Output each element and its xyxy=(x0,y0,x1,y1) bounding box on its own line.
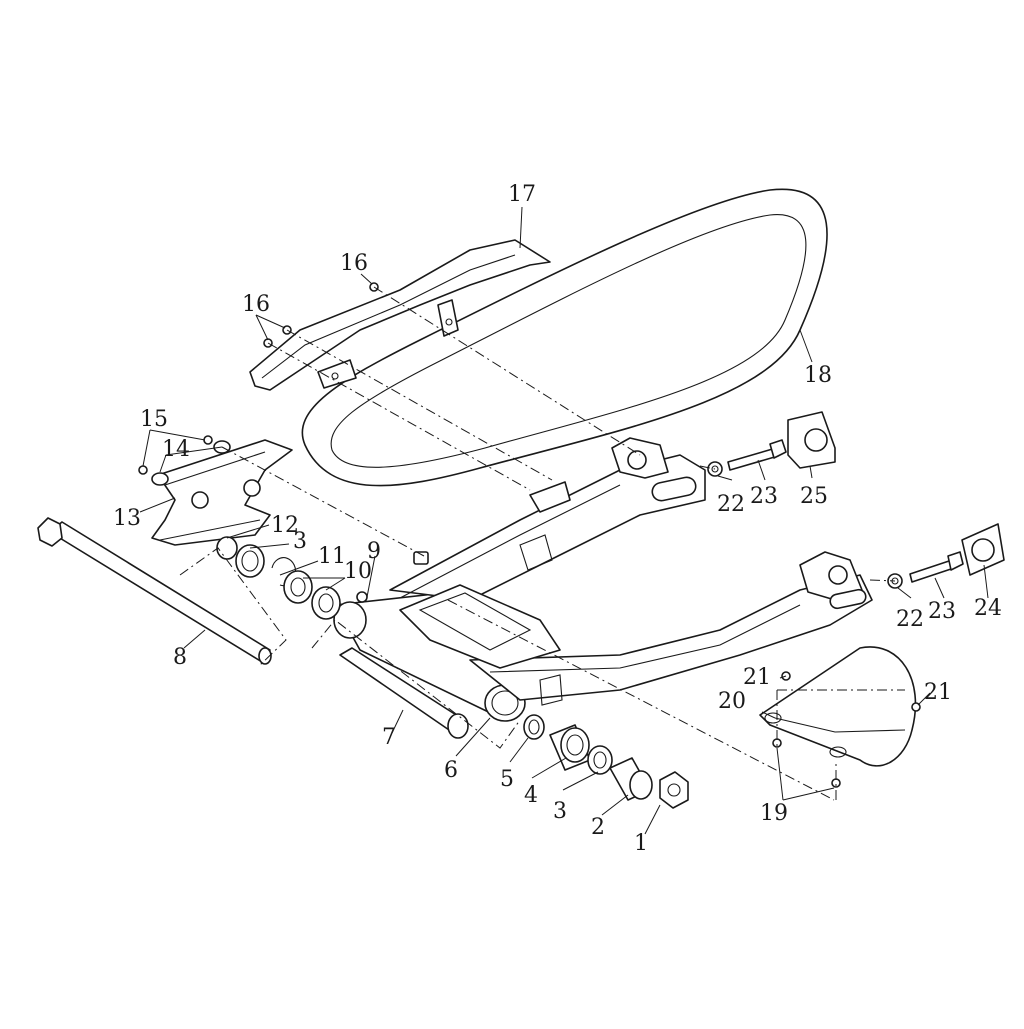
adjuster-bolt-upper xyxy=(727,439,787,471)
callout-24: 24 xyxy=(974,596,1002,621)
callout-19: 19 xyxy=(760,801,788,826)
callout-15: 15 xyxy=(140,407,168,432)
callout-18: 18 xyxy=(804,363,832,388)
callout-9: 9 xyxy=(367,539,381,564)
callout-3: 3 xyxy=(293,529,307,554)
pivot-shaft xyxy=(37,517,272,665)
callout-2: 2 xyxy=(591,815,605,840)
callout-20: 20 xyxy=(718,689,746,714)
callout-25: 25 xyxy=(800,484,828,509)
rear-hugger xyxy=(759,646,917,767)
adjuster-bolt-lower xyxy=(909,551,964,583)
swingarm xyxy=(333,437,873,722)
adjuster-block-upper xyxy=(787,411,836,469)
callout-22: 22 xyxy=(896,607,924,632)
callout-13: 13 xyxy=(113,506,141,531)
callout-8: 8 xyxy=(173,645,187,670)
callout-21: 21 xyxy=(743,665,771,690)
leader-lines xyxy=(139,206,989,835)
callout-12: 12 xyxy=(271,513,299,538)
callout-16: 16 xyxy=(242,292,270,317)
ball-bearing xyxy=(283,570,341,620)
belt-guard xyxy=(249,239,551,391)
callout-23: 23 xyxy=(750,484,778,509)
drive-belt xyxy=(301,188,828,487)
adjuster-block-lower xyxy=(961,523,1005,576)
callout-11: 11 xyxy=(318,544,346,569)
pivot-nut xyxy=(659,771,689,809)
inner-spacer-tube xyxy=(339,647,469,739)
callout-23: 23 xyxy=(928,599,956,624)
callout-17: 17 xyxy=(508,182,536,207)
callout-1: 1 xyxy=(634,831,648,856)
callout-22: 22 xyxy=(717,492,745,517)
callout-7: 7 xyxy=(382,725,396,750)
callout-10: 10 xyxy=(344,559,372,584)
bearing-collar xyxy=(216,536,265,578)
callout-5: 5 xyxy=(500,767,514,792)
needle-bearing xyxy=(549,724,591,771)
assembly-lines xyxy=(179,286,905,801)
callout-3: 3 xyxy=(553,799,567,824)
callout-21: 21 xyxy=(924,680,952,705)
callout-16: 16 xyxy=(340,251,368,276)
bearing-seal xyxy=(587,745,613,775)
oil-seal xyxy=(523,714,545,740)
callout-4: 4 xyxy=(524,783,538,808)
chain-slider xyxy=(151,439,293,546)
pivot-collar xyxy=(609,757,653,801)
callout-6: 6 xyxy=(444,758,458,783)
callout-14: 14 xyxy=(162,437,190,462)
callout-labels: 1 2 3 3 4 5 6 7 8 9 10 11 12 13 14 15 16… xyxy=(113,182,1002,856)
